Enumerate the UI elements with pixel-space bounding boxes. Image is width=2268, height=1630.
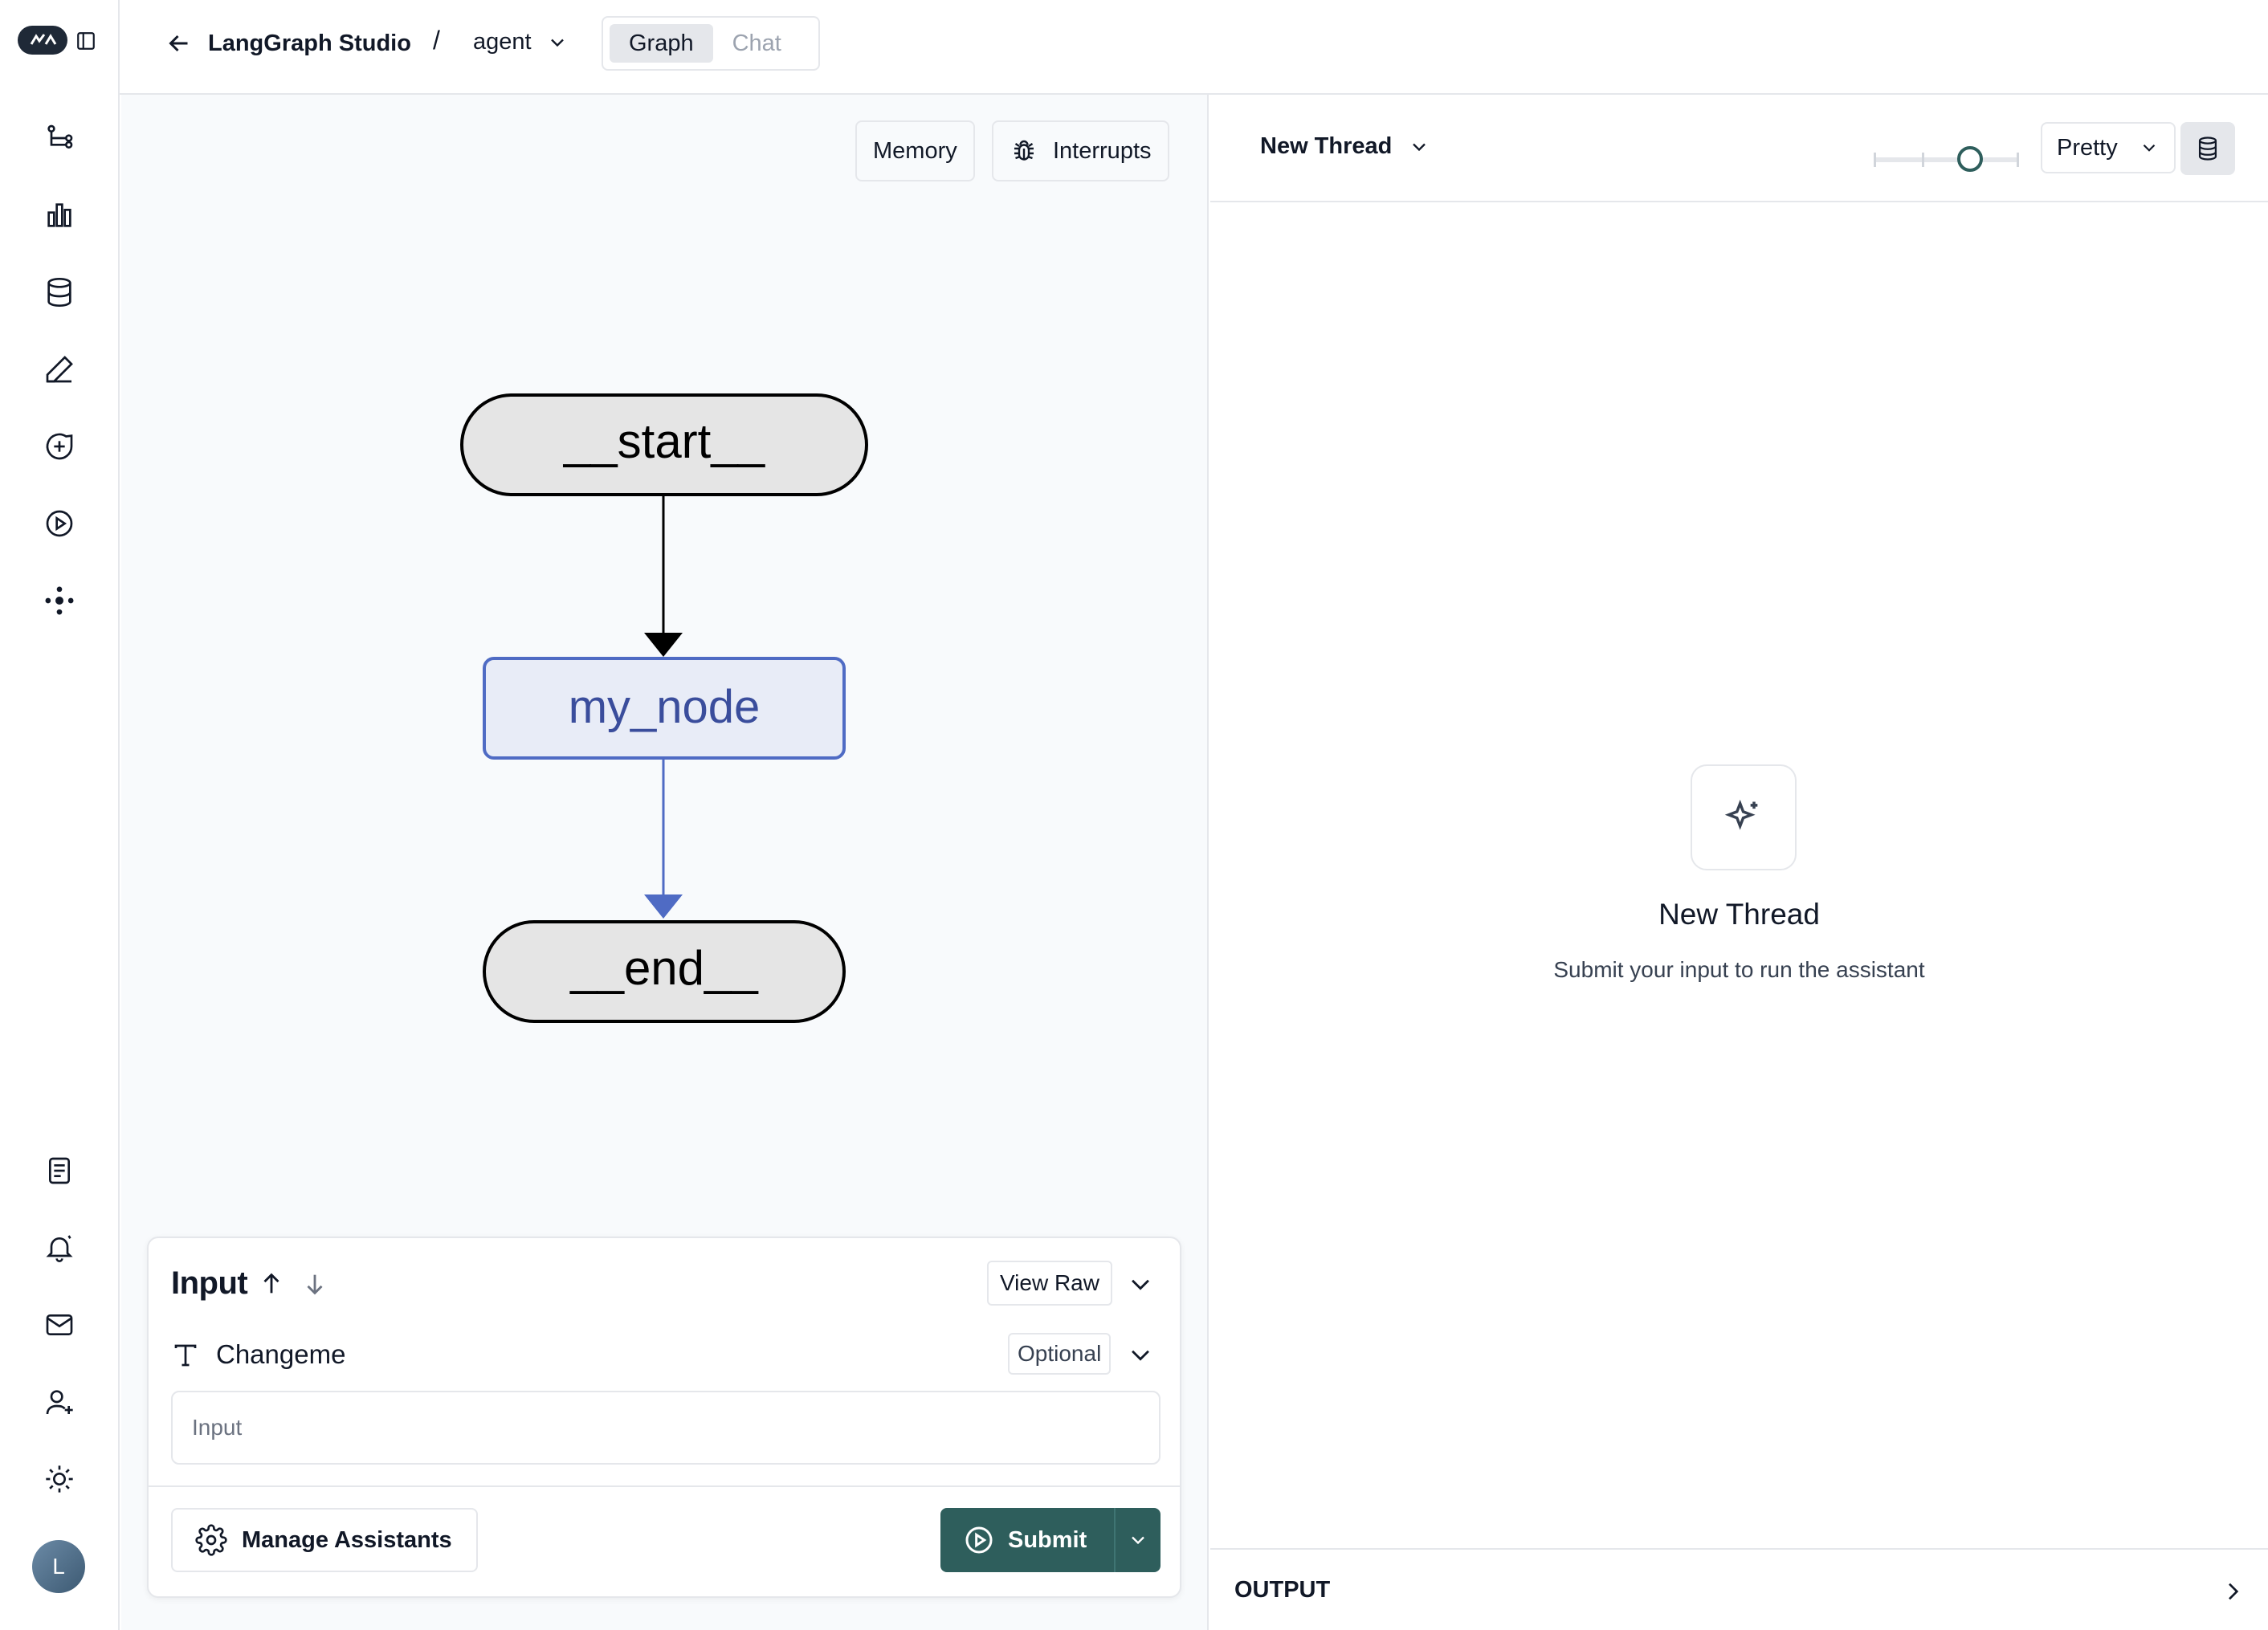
bar-chart-icon[interactable] [40, 196, 79, 234]
edge-arrowhead [644, 894, 683, 919]
tab-graph[interactable]: Graph [610, 24, 713, 63]
slider-tick [2017, 153, 2019, 167]
output-section-toggle[interactable]: OUTPUT [1210, 1548, 2268, 1630]
chevron-down-icon [2143, 144, 2156, 152]
database-icon [2198, 137, 2217, 161]
arrow-up-icon[interactable] [258, 1270, 285, 1298]
sparkles-icon [1691, 764, 1797, 870]
thread-panel: New Thread Pretty New Thread Submit your [1210, 95, 2268, 1630]
network-icon[interactable] [40, 581, 79, 620]
arrow-down-icon[interactable] [301, 1270, 328, 1298]
chevron-down-icon[interactable] [1127, 1341, 1154, 1368]
thread-selector-dropdown[interactable]: New Thread [1260, 133, 1430, 160]
changeme-input[interactable] [171, 1391, 1161, 1465]
breadcrumb-separator: / [433, 26, 440, 55]
graph-node-label: __end__ [569, 941, 759, 995]
submit-options-dropdown[interactable] [1116, 1529, 1161, 1551]
chevron-right-icon [2229, 1583, 2239, 1600]
mail-icon[interactable] [40, 1306, 79, 1344]
bell-icon[interactable] [40, 1229, 79, 1267]
document-icon[interactable] [40, 1151, 79, 1190]
top-bar: LangGraph Studio / agent Graph Chat [120, 0, 2268, 95]
graph-selector-dropdown[interactable]: agent [473, 29, 569, 55]
slider-tick [1922, 153, 1924, 167]
input-panel: Input View Raw Changeme Optional Manage … [147, 1237, 1181, 1598]
graph-selector-label: agent [473, 29, 532, 55]
arrow-left-icon [169, 35, 188, 52]
user-plus-icon[interactable] [40, 1383, 79, 1421]
graph-diagram: __start__ my_node __end__ [460, 393, 868, 1023]
avatar[interactable]: L [32, 1540, 85, 1593]
left-rail: L [0, 0, 120, 1630]
empty-state-title: New Thread [1658, 898, 1820, 931]
slider-track [1874, 157, 2018, 162]
play-circle-icon [965, 1526, 993, 1554]
submit-label: Submit [1008, 1526, 1087, 1553]
app-title: LangGraph Studio [208, 30, 411, 56]
memory-button[interactable]: Memory [855, 120, 975, 181]
tab-chat[interactable]: Chat [732, 30, 781, 56]
back-button[interactable]: LangGraph Studio [165, 29, 411, 58]
langchain-logo-icon[interactable] [18, 26, 67, 55]
thread-title: New Thread [1260, 133, 1393, 159]
play-circle-icon[interactable] [40, 504, 79, 543]
pen-icon[interactable] [40, 350, 79, 389]
field-label-changeme: Changeme [216, 1339, 346, 1369]
history-slider[interactable] [1874, 146, 2020, 175]
memory-button-label: Memory [873, 137, 957, 164]
chevron-down-icon [550, 39, 564, 47]
message-plus-icon[interactable] [40, 427, 79, 466]
divider [1114, 1508, 1116, 1572]
graph-node-label: my_node [569, 681, 761, 733]
interrupts-button[interactable]: Interrupts [992, 120, 1169, 181]
format-dropdown[interactable]: Pretty [2041, 122, 2176, 173]
thread-header: New Thread Pretty [1210, 95, 2268, 202]
submit-button[interactable]: Submit [940, 1508, 1114, 1572]
view-raw-button[interactable]: View Raw [987, 1261, 1112, 1306]
gear-icon [195, 1524, 227, 1556]
chevron-down-icon [1413, 143, 1426, 151]
chevron-down-icon [1132, 1536, 1144, 1545]
divider [149, 1485, 1180, 1487]
view-toggle: Graph Chat [602, 16, 820, 71]
sidebar-toggle-icon[interactable] [75, 31, 96, 51]
graph-node-end[interactable]: __end__ [483, 920, 846, 1023]
bug-icon [1014, 140, 1034, 161]
database-icon[interactable] [40, 273, 79, 312]
empty-state-subtitle: Submit your input to run the assistant [1553, 957, 1925, 982]
manage-assistants-button[interactable]: Manage Assistants [171, 1508, 478, 1572]
text-type-icon [174, 1344, 197, 1367]
manage-assistants-label: Manage Assistants [242, 1526, 452, 1553]
state-database-button[interactable] [2180, 122, 2235, 175]
output-label: OUTPUT [1234, 1576, 1331, 1603]
slider-tick [1874, 153, 1876, 167]
interrupts-button-label: Interrupts [1053, 137, 1152, 164]
input-panel-title: Input [171, 1265, 248, 1301]
submit-button-group: Submit [940, 1508, 1161, 1572]
graph-node-label: __start__ [563, 414, 766, 468]
edge-arrowhead [644, 633, 683, 657]
graph-icon[interactable] [40, 119, 79, 157]
slider-knob[interactable] [1957, 146, 1983, 172]
graph-node-my-node[interactable]: my_node [483, 657, 846, 760]
format-label: Pretty [2057, 134, 2118, 161]
optional-badge: Optional [1008, 1333, 1112, 1375]
sun-icon[interactable] [40, 1460, 79, 1498]
graph-node-start[interactable]: __start__ [460, 393, 868, 496]
chevron-down-icon[interactable] [1127, 1270, 1154, 1298]
